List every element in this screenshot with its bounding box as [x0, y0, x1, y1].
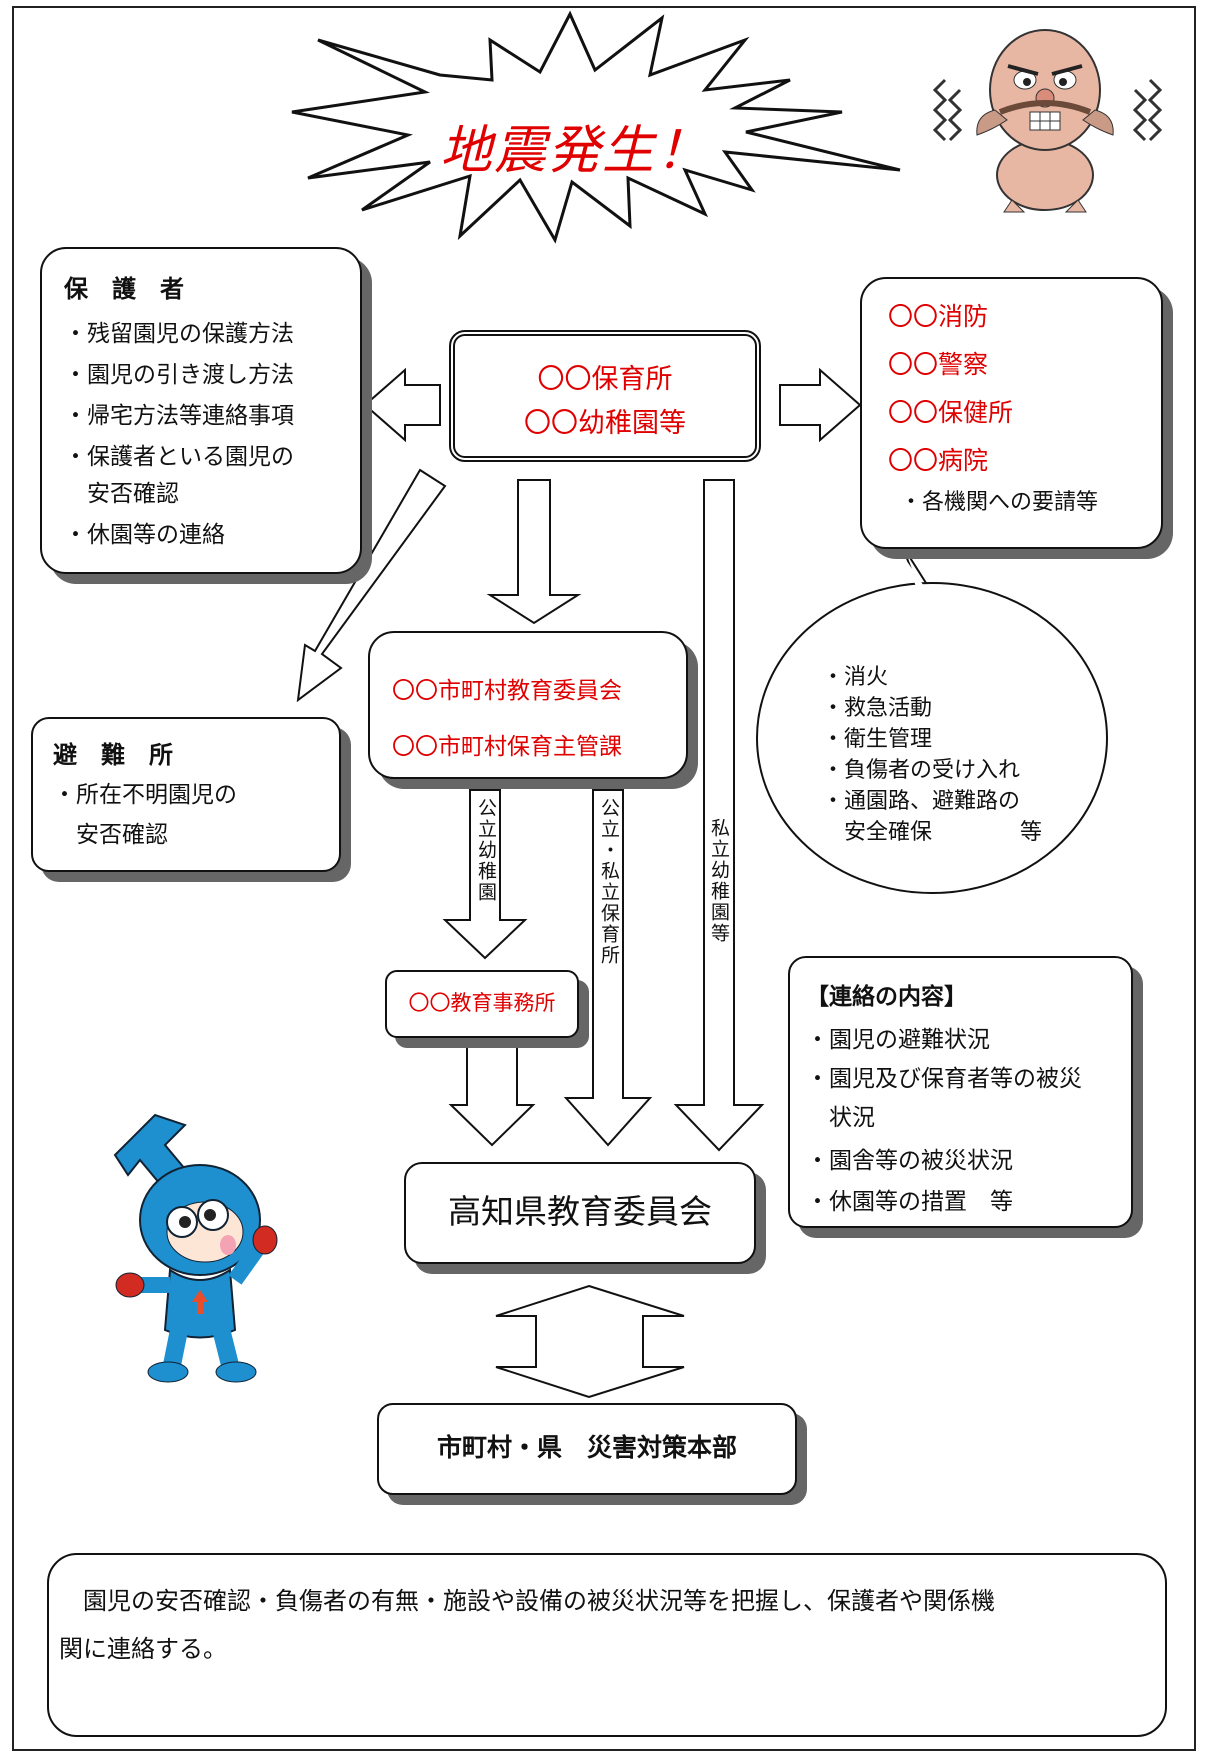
contact-item: ・休園等の措置 等 — [806, 1189, 1013, 1215]
arrow-bidirectional — [495, 1284, 685, 1399]
bubble-item: ・負傷者の受け入れ — [822, 758, 1021, 783]
arrow-private-kinder — [673, 479, 765, 1152]
municipal-education-board: 〇〇市町村教育委員会 — [392, 678, 622, 704]
facility-nursery: 〇〇保育所 — [537, 364, 673, 395]
facility-box: 〇〇保育所 〇〇幼稚園等 — [449, 330, 761, 462]
contact-item: ・園児及び保育者等の被災 — [806, 1066, 1082, 1092]
agency-police: 〇〇警察 — [888, 350, 989, 379]
prefecture-board-box: 高知県教育委員会 — [404, 1162, 756, 1264]
guardians-item: 安否確認 — [64, 481, 179, 507]
contact-item: ・園児の避難状況 — [806, 1027, 990, 1053]
arrow-office-to-pref — [448, 1044, 536, 1147]
contact-heading: 【連絡の内容】 — [806, 984, 967, 1010]
municipal-childcare-division: 〇〇市町村保育主管課 — [392, 734, 622, 760]
starburst-shape — [291, 10, 901, 244]
guardians-item: ・帰宅方法等連絡事項 — [64, 403, 294, 429]
summary-note-box: 園児の安否確認・負傷者の有無・施設や設備の被災状況等を把握し、保護者や関係機 関… — [47, 1553, 1167, 1737]
bubble-item: ・通園路、避難路の — [822, 789, 1021, 814]
label-nursery: 公立・私立保育所 — [598, 798, 620, 966]
guardians-item: ・残留園児の保護方法 — [64, 321, 294, 347]
arrow-public-kinder — [442, 789, 528, 960]
municipal-box: 〇〇市町村教育委員会 〇〇市町村保育主管課 — [368, 631, 688, 779]
summary-note-line: 関に連絡する。 — [59, 1635, 227, 1663]
education-office-box: 〇〇教育事務所 — [385, 970, 579, 1038]
guardians-box: 保 護 者 ・残留園児の保護方法 ・園児の引き渡し方法 ・帰宅方法等連絡事項 ・… — [40, 247, 362, 574]
arrow-to-municipal — [486, 479, 582, 625]
page-frame — [12, 6, 1196, 1751]
agency-health: 〇〇保健所 — [888, 398, 1014, 427]
education-office-label: 〇〇教育事務所 — [408, 991, 556, 1015]
arrow-to-agencies — [779, 367, 862, 443]
guardians-heading: 保 護 者 — [64, 275, 184, 303]
bubble-item: ・救急活動 — [822, 696, 933, 721]
speech-bubble-shape — [756, 544, 1108, 894]
shelter-item: 安否確認 — [53, 822, 168, 848]
disaster-hq-label: 市町村・県 災害対策本部 — [436, 1433, 737, 1462]
arrow-nursery — [563, 789, 653, 1147]
guardians-item: ・保護者といる園児の — [64, 444, 294, 470]
shelter-item: ・所在不明園児の — [53, 782, 237, 808]
shelter-heading: 避 難 所 — [53, 741, 173, 769]
bubble-text: ・消火 ・救急活動 ・衛生管理 ・負傷者の受け入れ ・通園路、避難路の 安全確保… — [822, 662, 1042, 848]
arrow-to-guardians — [363, 367, 441, 443]
bubble-item: ・消火 — [822, 665, 889, 690]
guardians-item: ・休園等の連絡 — [64, 522, 225, 548]
contact-item: 状況 — [806, 1105, 875, 1131]
agencies-box: 〇〇消防 〇〇警察 〇〇保健所 〇〇病院 ・各機関への要請等 — [860, 277, 1163, 549]
bubble-item: ・衛生管理 — [822, 727, 933, 752]
contact-content-box: 【連絡の内容】 ・園児の避難状況 ・園児及び保育者等の被災 状況 ・園舎等の被災… — [788, 956, 1133, 1228]
guardians-item: ・園児の引き渡し方法 — [64, 362, 294, 388]
agency-request: ・各機関への要請等 — [900, 490, 1099, 515]
blue-mascot-icon — [113, 1113, 278, 1383]
summary-note-line: 園児の安否確認・負傷者の有無・施設や設備の被災状況等を把握し、保護者や関係機 — [59, 1587, 995, 1615]
facility-kindergarten: 〇〇幼稚園等 — [524, 408, 686, 439]
label-public-kindergarten: 公立幼稚園 — [475, 798, 497, 903]
contact-item: ・園舎等の被災状況 — [806, 1148, 1013, 1174]
prefecture-board-label: 高知県教育委員会 — [448, 1192, 712, 1231]
disaster-hq-box: 市町村・県 災害対策本部 — [377, 1403, 797, 1495]
earthquake-demon-icon — [932, 29, 1163, 213]
agency-hospital: 〇〇病院 — [888, 446, 989, 475]
bubble-item: 安全確保 等 — [822, 820, 1043, 845]
arrow-to-shelter — [296, 468, 447, 703]
label-private-kindergarten: 私立幼稚園等 — [708, 818, 730, 944]
shelter-box: 避 難 所 ・所在不明園児の 安否確認 — [31, 717, 341, 872]
agency-fire: 〇〇消防 — [888, 302, 989, 331]
event-title: 地震発生！ — [440, 121, 711, 181]
